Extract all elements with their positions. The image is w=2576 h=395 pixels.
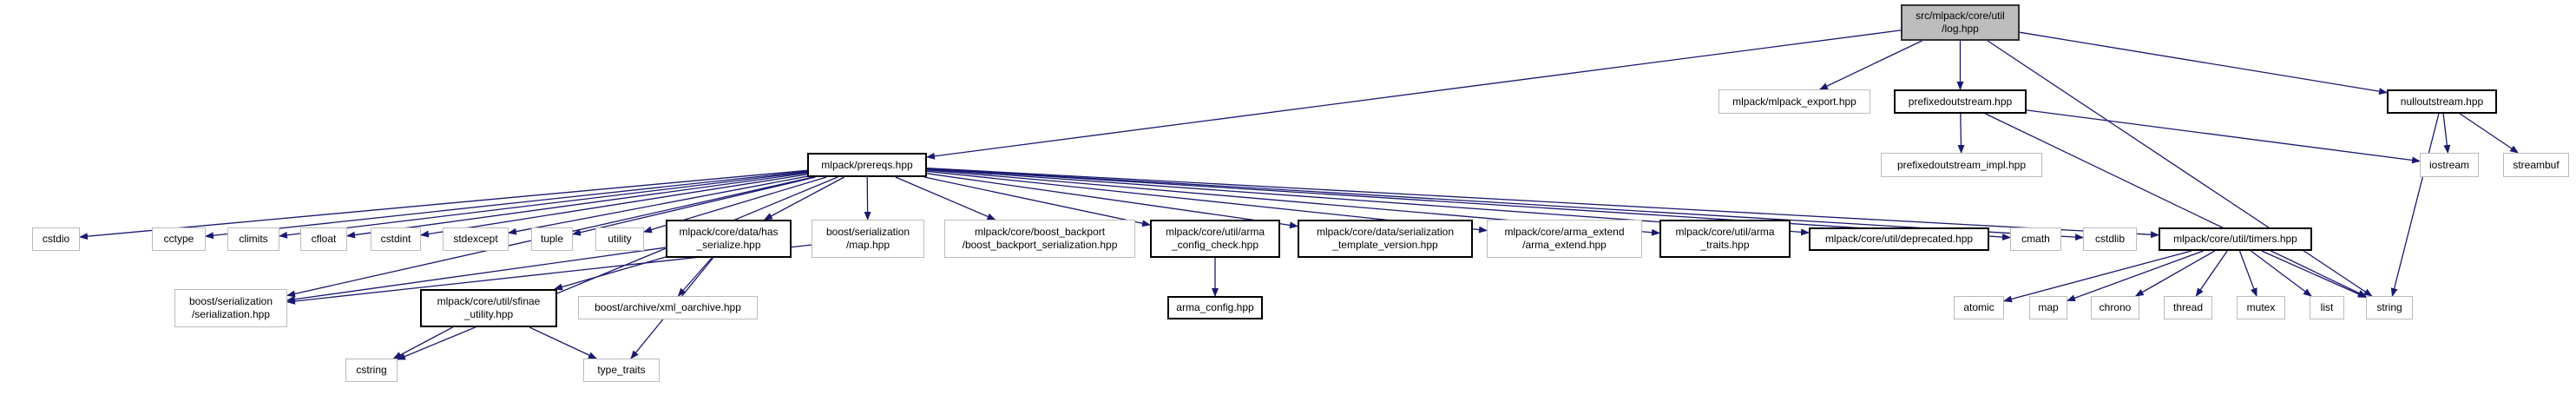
node-iostream: iostream (2420, 153, 2479, 177)
node-sfinae-utility-hpp[interactable]: mlpack/core/util/sfinae _utility.hpp (420, 289, 557, 327)
node-src-mlpack-core-util-log-hpp: src/mlpack/core/util /log.hpp (1901, 4, 2020, 41)
node-list: list (2310, 296, 2344, 319)
node-cfloat: cfloat (300, 227, 347, 251)
node-mlpack-prereqs-hpp[interactable]: mlpack/prereqs.hpp (807, 153, 927, 177)
node-cctype: cctype (152, 227, 206, 251)
node-utility: utility (595, 227, 644, 251)
node-cstdlib: cstdlib (2083, 227, 2137, 251)
node-cstring: cstring (345, 359, 398, 382)
node-arma-traits-hpp[interactable]: mlpack/core/util/arma _traits.hpp (1659, 220, 1791, 258)
node-boost-serialization-map-hpp: boost/serialization /map.hpp (812, 220, 924, 258)
node-string: string (2366, 296, 2413, 319)
node-atomic: atomic (1954, 296, 2004, 319)
node-arma-extend-hpp: mlpack/core/arma_extend /arma_extend.hpp (1487, 220, 1642, 258)
node-chrono: chrono (2091, 296, 2139, 319)
node-cstdio: cstdio (32, 227, 80, 251)
node-cstdint: cstdint (371, 227, 421, 251)
node-deprecated-hpp[interactable]: mlpack/core/util/deprecated.hpp (1809, 227, 1989, 251)
node-prefixedoutstream-hpp[interactable]: prefixedoutstream.hpp (1894, 89, 2027, 114)
node-mlpack-export-hpp: mlpack/mlpack_export.hpp (1718, 89, 1870, 114)
node-mutex: mutex (2237, 296, 2285, 319)
node-tuple: tuple (531, 227, 573, 251)
node-arma-config-hpp[interactable]: arma_config.hpp (1167, 296, 1263, 319)
node-climits: climits (227, 227, 279, 251)
node-thread: thread (2164, 296, 2212, 319)
node-type-traits: type_traits (583, 359, 660, 382)
node-prefixedoutstream-impl-hpp: prefixedoutstream_impl.hpp (1881, 153, 2042, 177)
node-serialization-template-version-hpp[interactable]: mlpack/core/data/serialization _template… (1298, 220, 1473, 258)
node-nulloutstream-hpp[interactable]: nulloutstream.hpp (2387, 89, 2497, 114)
node-boost-serialization-hpp: boost/serialization /serialization.hpp (174, 289, 287, 327)
node-cmath: cmath (2010, 227, 2061, 251)
node-timers-hpp[interactable]: mlpack/core/util/timers.hpp (2159, 227, 2312, 251)
node-has-serialize-hpp[interactable]: mlpack/core/data/has _serialize.hpp (666, 220, 792, 258)
node-arma-config-check-hpp[interactable]: mlpack/core/util/arma _config_check.hpp (1150, 220, 1280, 258)
node-stdexcept: stdexcept (443, 227, 509, 251)
node-map: map (2029, 296, 2067, 319)
node-xml-oarchive-hpp: boost/archive/xml_oarchive.hpp (578, 296, 758, 319)
node-streambuf: streambuf (2503, 153, 2569, 177)
node-boost-backport-serialization-hpp: mlpack/core/boost_backport /boost_backpo… (944, 220, 1135, 258)
